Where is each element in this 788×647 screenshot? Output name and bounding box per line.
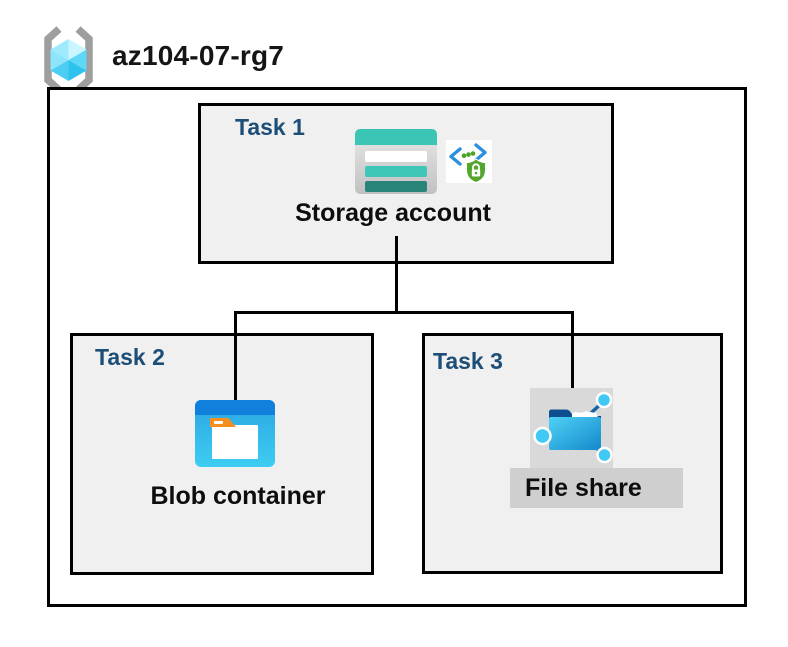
resource-group-name: az104-07-rg7 [112,40,285,71]
file-share-label-band: File share [510,468,683,508]
task1-label: Task 1 [235,114,305,140]
connector-branch [234,311,574,314]
blob-icon-header [195,400,275,415]
storage-icon-stripe [365,181,427,192]
storage-account-label: Storage account [295,199,491,227]
connector-storage-stem [395,236,398,314]
secure-access-icon [446,140,492,183]
storage-account-icon [355,129,437,194]
blob-container-icon [195,400,275,467]
file-share-label: File share [525,474,642,502]
connector-to-blob-container [234,311,237,401]
storage-icon-header [355,129,437,145]
blob-icon-folder-tab [210,418,236,427]
task3-label: Task 3 [433,348,503,374]
file-share-icon [530,388,613,468]
resource-group-icon [44,26,93,93]
file-share-folder-graphic [533,391,613,464]
blob-container-label: Blob container [150,482,326,510]
blob-icon-folder [212,425,258,459]
task2-label: Task 2 [95,344,165,370]
connector-to-file-share [571,311,574,392]
storage-icon-stripe [365,166,427,177]
storage-icon-stripe [365,151,427,162]
